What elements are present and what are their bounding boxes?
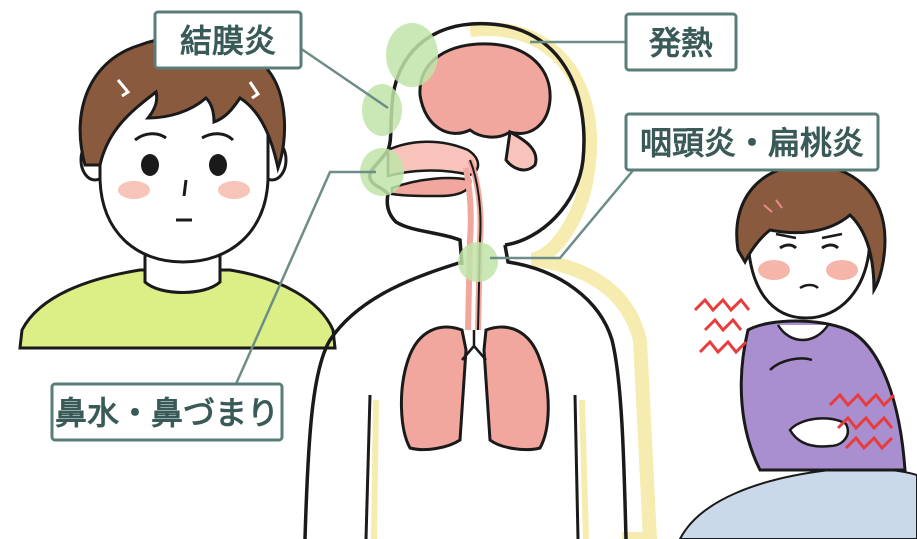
man-nose: [182, 179, 188, 197]
man-right-brow: [201, 132, 235, 142]
child-left-brow: [775, 232, 797, 240]
brain: [418, 42, 552, 139]
label-pharyngitis-tonsillitis: 咽頭炎・扁桃炎: [624, 112, 880, 172]
child-right-cheek: [826, 260, 858, 280]
nose-inflammation: [360, 148, 404, 196]
leader-conjunctivitis: [299, 46, 389, 110]
eye-inflammation: [362, 84, 402, 136]
child-forehead-flush: [763, 199, 783, 213]
brainstem: [504, 129, 538, 172]
label-runny-stuffy-nose: 鼻水・鼻づまり: [50, 382, 284, 442]
leader-pharyngitis: [490, 161, 641, 260]
oral-cavity: [390, 176, 472, 198]
child-illustration: [678, 163, 917, 539]
child-collar: [776, 324, 830, 342]
right-arm-shadow: [579, 399, 589, 539]
child-left-eye: [779, 243, 798, 250]
zigzag-shiver-icon: [693, 297, 896, 451]
label-fever: 発熱: [624, 12, 738, 72]
child-hand: [788, 417, 849, 448]
label-runny-stuffy-nose-text: 鼻水・鼻づまり: [55, 394, 279, 432]
label-box: [624, 12, 738, 72]
label-box: [50, 382, 284, 442]
man-hair-highlight: [248, 81, 261, 100]
nasal-cavity: [386, 140, 480, 178]
label-conjunctivitis: 結膜炎: [153, 10, 303, 70]
pharynx-outline: [469, 159, 482, 331]
man-left-brow: [134, 132, 167, 142]
man-illustration: [18, 35, 337, 350]
child-left-cheek: [758, 260, 790, 280]
blanket: [678, 467, 917, 539]
child-mouth: [799, 283, 819, 290]
label-box: [624, 112, 880, 172]
man-hair-highlight: [116, 79, 131, 98]
leader-lines: [234, 40, 641, 385]
body-outline-right: [503, 244, 628, 539]
bronchi: [461, 330, 487, 361]
left-arm-line: [364, 394, 372, 539]
left-lung: [400, 325, 468, 452]
right-arm-line: [573, 394, 580, 539]
throat-inflammation: [458, 242, 498, 282]
left-arm-shadow: [371, 399, 379, 539]
body-outline: [303, 260, 463, 539]
leader-nose: [234, 170, 376, 385]
man-right-cheek: [218, 181, 250, 199]
right-lung: [482, 325, 550, 452]
label-pharyngitis-tonsillitis-text: 咽頭炎・扁桃炎: [640, 124, 864, 162]
fever-inflammation: [386, 23, 438, 87]
man-left-eye: [141, 154, 159, 176]
child-right-brow: [821, 232, 843, 240]
man-left-cheek: [118, 181, 150, 199]
label-conjunctivitis-text: 結膜炎: [180, 22, 276, 60]
man-shirt: [18, 268, 337, 350]
man-right-eye: [209, 154, 227, 176]
anatomy-figure: [303, 22, 658, 539]
child-arm-fold: [769, 357, 813, 371]
child-right-eye: [821, 243, 840, 250]
label-fever-text: 発熱: [648, 24, 713, 62]
label-box: [153, 10, 303, 70]
